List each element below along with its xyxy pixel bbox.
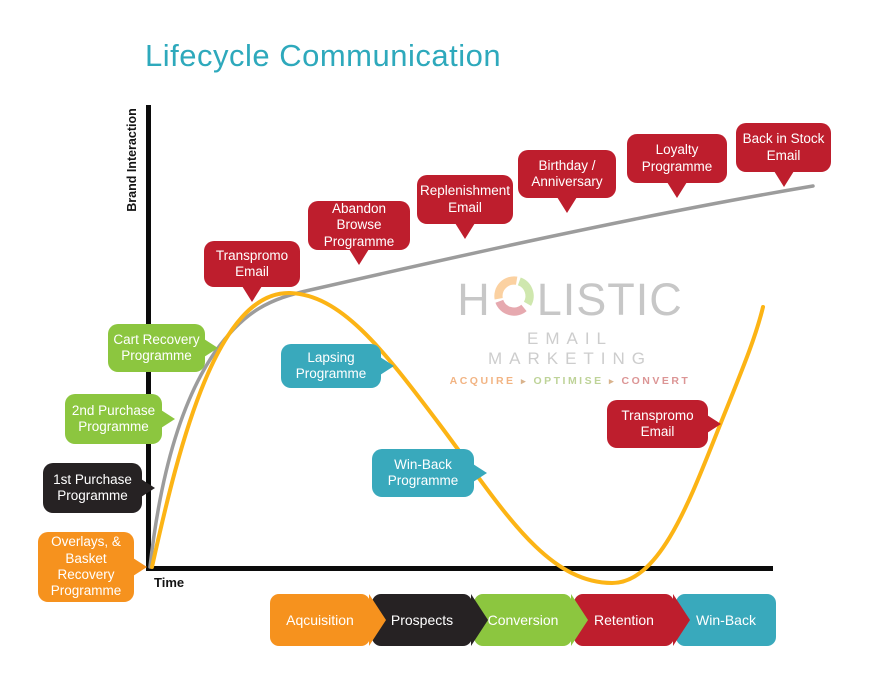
tagline-separator-icon: ▸ <box>609 376 617 386</box>
page-title: Lifecycle Communication <box>145 38 502 73</box>
legend-conversion: Conversion <box>474 594 588 646</box>
tagline-acquire: ACQUIRE <box>449 375 516 387</box>
callout-cart-recovery: Cart Recovery Programme <box>108 324 218 372</box>
callout-label: Loyalty Programme <box>641 142 713 174</box>
callout-label: Lapsing Programme <box>295 349 367 381</box>
callout-tail <box>242 286 262 302</box>
callout-replenishment-email: Replenishment Email <box>417 175 513 239</box>
callout-second-purchase: 2nd Purchase Programme <box>65 394 175 444</box>
callout-tail <box>204 339 218 357</box>
callout-loyalty-programme: Loyalty Programme <box>627 134 727 198</box>
callout-label: 2nd Purchase Programme <box>71 402 156 434</box>
wordmark-listic: LISTIC <box>536 274 683 325</box>
callout-tail <box>380 357 394 375</box>
callout-tail <box>473 464 487 482</box>
legend-acquisition: Aqcuisition <box>270 594 386 646</box>
arrow-right-icon <box>369 594 386 646</box>
callout-label: Transpromo Email <box>215 247 289 279</box>
callout-tail <box>349 249 369 265</box>
holistic-wordmark: H LISTIC <box>448 274 692 325</box>
callout-tail <box>773 171 794 187</box>
legend-win-back: Win-Back <box>676 594 776 646</box>
tagline-convert: CONVERT <box>621 375 691 387</box>
callout-back-in-stock: Back in Stock Email <box>736 123 831 187</box>
callout-label: Overlays, & Basket Recovery Programme <box>50 534 122 599</box>
callout-tail <box>141 479 155 497</box>
x-axis-line <box>146 566 773 571</box>
callout-label: Cart Recovery Programme <box>113 331 200 363</box>
callout-overlays-basket-recovery: Overlays, & Basket Recovery Programme <box>38 532 147 602</box>
callout-win-back-programme: Win-Back Programme <box>372 449 487 497</box>
callout-label: Birthday / Anniversary <box>531 157 603 189</box>
callout-transpromo-email-right: Transpromo Email <box>607 400 721 448</box>
arrow-right-icon <box>471 594 488 646</box>
arrow-right-icon <box>571 594 588 646</box>
legend-label: Conversion <box>487 612 559 628</box>
watermark-email-marketing: EMAIL MARKETING <box>487 329 653 368</box>
x-axis-label: Time <box>154 575 185 590</box>
arrow-right-icon <box>673 594 690 646</box>
callout-label: Abandon Browse Programme <box>323 200 395 249</box>
callout-label: Transpromo Email <box>621 407 694 439</box>
callout-label: Win-Back Programme <box>387 456 459 488</box>
callout-first-purchase: 1st Purchase Programme <box>43 463 155 513</box>
callout-abandon-browse: Abandon Browse Programme <box>308 200 410 265</box>
watermark-tagline: ACQUIRE ▸ OPTIMISE ▸ CONVERT <box>448 375 692 387</box>
holistic-watermark: H LISTIC EMAIL MARKETING ACQUIRE ▸ OPTIM… <box>448 274 692 387</box>
callout-tail <box>133 558 147 576</box>
holistic-cycle-logo-icon <box>492 274 536 325</box>
callout-tail <box>667 182 687 198</box>
legend-retention: Retention <box>574 594 690 646</box>
callout-tail <box>455 223 475 239</box>
callout-tail <box>557 197 577 213</box>
brand-interaction-curve <box>148 184 815 569</box>
callout-transpromo-email-left: Transpromo Email <box>204 241 300 302</box>
legend-label: Retention <box>594 612 654 628</box>
callout-label: 1st Purchase Programme <box>53 471 132 503</box>
tagline-separator-icon: ▸ <box>520 376 529 386</box>
callout-label: Back in Stock Email <box>742 131 825 163</box>
legend-label: Win-Back <box>696 612 756 628</box>
callout-tail <box>161 410 175 428</box>
wordmark-h: H <box>457 274 491 325</box>
callout-label: Replenishment Email <box>419 183 511 215</box>
callout-birthday-anniversary: Birthday / Anniversary <box>518 150 616 213</box>
callout-lapsing-programme: Lapsing Programme <box>281 344 394 388</box>
legend-label: Prospects <box>390 612 454 628</box>
callout-tail <box>707 415 721 433</box>
tagline-optimise: OPTIMISE <box>533 375 604 387</box>
legend-prospects: Prospects <box>372 594 488 646</box>
legend-label: Aqcuisition <box>286 612 354 628</box>
